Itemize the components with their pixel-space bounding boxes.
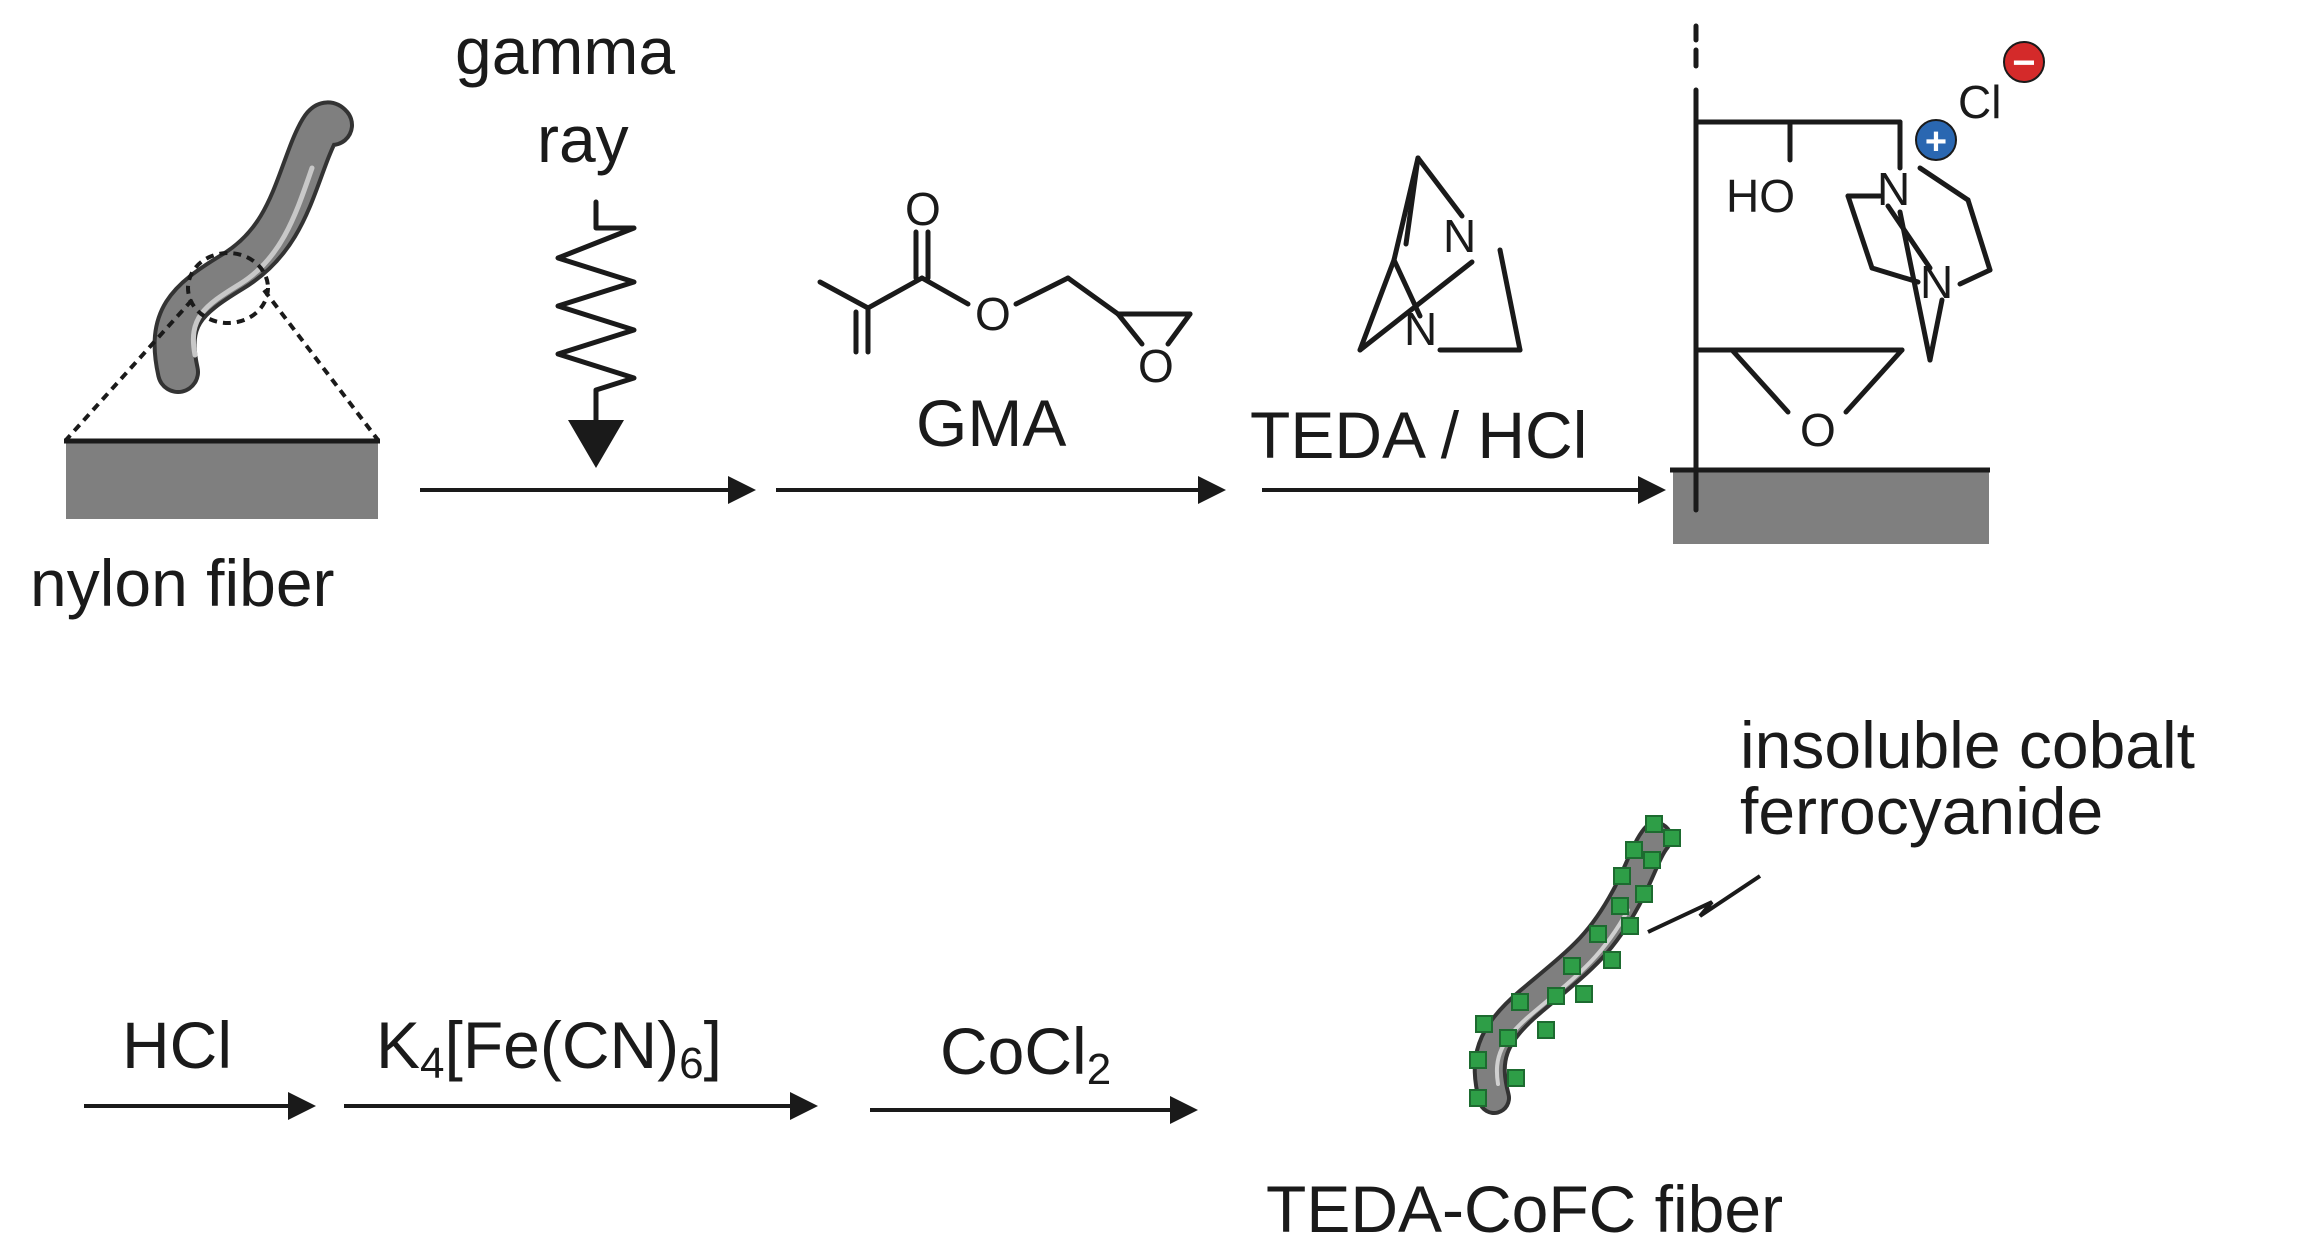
chloride-label: Cl [1958,76,2001,128]
teda-nitrogen-bottom: N [1404,303,1437,355]
hcl-label: HCl [122,1008,232,1082]
cation-charge-sign: + [1925,121,1947,163]
anion-charge-sign: − [2012,41,2035,85]
zoom-line-left [64,298,194,442]
teda-hcl-label: TEDA / HCl [1250,398,1587,472]
nylon-substrate [66,441,378,519]
gamma-ray-label-line1: gamma [455,14,675,88]
teda-cofc-fiber-illustration [1469,815,1762,1115]
cocl-main: CoCl [940,1014,1087,1088]
k4-suffix: ] [704,1008,722,1082]
ferrocyanide-reagent-label: K4[Fe(CN)6] [376,1008,722,1088]
product-epoxide-oxygen: O [1800,404,1836,456]
arrow-step-6 [870,1096,1198,1124]
k4-subscript: 4 [420,1039,444,1088]
cocl-subscript: 2 [1087,1045,1111,1094]
nylon-fiber-label: nylon fiber [30,546,335,620]
arrow-step-1 [420,476,756,504]
product-nitrogen-lower: N [1920,256,1953,308]
product-nitrogen-cation: N [1877,163,1910,215]
arrow-step-5 [344,1092,818,1120]
k4-mid: [Fe(CN) [445,1008,680,1082]
cofc-label-line2: ferrocyanide [1740,774,2103,848]
k4-prefix: K [376,1008,420,1082]
gamma-ray-label-line2: ray [537,102,629,176]
gma-label: GMA [916,386,1066,460]
k4-subscript-2: 6 [679,1039,703,1088]
magnified-region-circle [186,251,270,325]
cofc-label-line1: insoluble cobalt [1740,708,2195,782]
teda-grafted-surface [1670,23,1993,544]
arrow-step-2 [776,476,1226,504]
gma-ester-oxygen: O [975,288,1011,340]
callout-pointer [1647,874,1762,934]
anion-charge-icon: − [2003,41,2045,85]
hydroxyl-label: HO [1726,170,1795,222]
gma-structure [817,229,1193,355]
teda-nitrogen-top: N [1443,210,1476,262]
arrow-step-3 [1262,476,1666,504]
teda-structure [1357,155,1523,353]
arrow-step-4 [84,1092,316,1120]
teda-cofc-fiber-label: TEDA-CoFC fiber [1266,1172,1783,1246]
cobalt-chloride-label: CoCl2 [940,1014,1111,1094]
zoom-line-right [262,288,380,442]
gma-carbonyl-oxygen: O [905,183,941,235]
cobalt-ferrocyanide-particles [1469,815,1681,1107]
cation-charge-icon: + [1915,119,1957,163]
gamma-ray-icon [555,199,637,468]
nylon-fiber-illustration [64,101,380,519]
gma-epoxide-oxygen: O [1138,340,1174,392]
product-substrate [1673,470,1989,544]
